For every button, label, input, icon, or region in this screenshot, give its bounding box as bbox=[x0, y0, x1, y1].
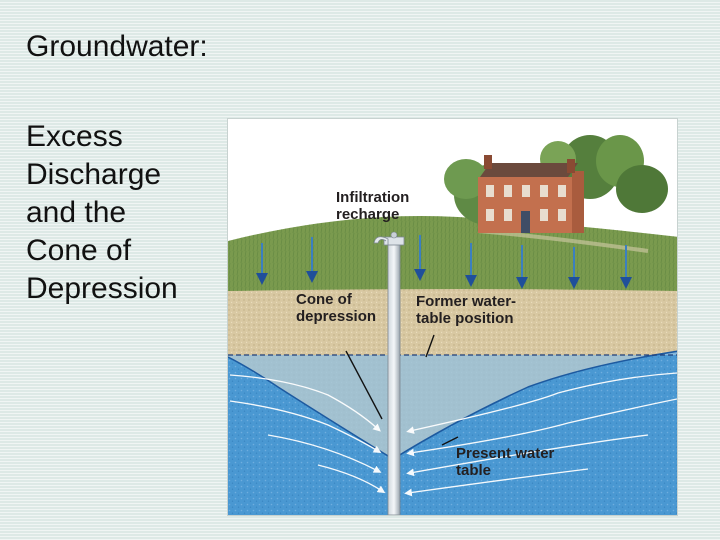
label-line: depression bbox=[296, 308, 377, 325]
infiltration-label: Infiltration recharge bbox=[336, 189, 409, 223]
body-line: Cone of bbox=[26, 234, 132, 267]
body-line: Discharge bbox=[26, 158, 162, 191]
groundwater-diagram: Infiltration recharge Cone of depression… bbox=[227, 118, 678, 516]
label-line: recharge bbox=[336, 206, 400, 223]
body-line: Depression bbox=[26, 272, 178, 305]
diagram-illustration bbox=[228, 135, 677, 515]
leader-lines bbox=[345, 334, 459, 446]
label-line: table bbox=[456, 462, 492, 479]
body-line: Excess bbox=[26, 120, 123, 153]
present-water-table-label: Present water table bbox=[456, 445, 554, 479]
present-water-table-line bbox=[228, 350, 677, 460]
well-pipe bbox=[373, 231, 405, 515]
house bbox=[478, 155, 584, 233]
flow-arrows bbox=[229, 372, 677, 497]
slide-body-text: Excess Discharge and the Cone of Depress… bbox=[26, 118, 216, 308]
body-line: and the bbox=[26, 196, 127, 229]
label-line: Present water bbox=[456, 445, 555, 462]
label-line: Former water- bbox=[416, 293, 517, 310]
ground-surface bbox=[228, 216, 677, 291]
label-line: Cone of bbox=[296, 291, 352, 308]
cone-of-depression-label: Cone of depression bbox=[296, 291, 376, 325]
former-water-table-label: Former water- table position bbox=[416, 293, 516, 327]
label-line: Infiltration bbox=[336, 189, 410, 206]
slide-title: Groundwater: bbox=[26, 30, 208, 63]
label-line: table position bbox=[416, 310, 514, 327]
unsaturated-zone bbox=[228, 287, 677, 459]
infiltration-arrows bbox=[256, 235, 632, 289]
